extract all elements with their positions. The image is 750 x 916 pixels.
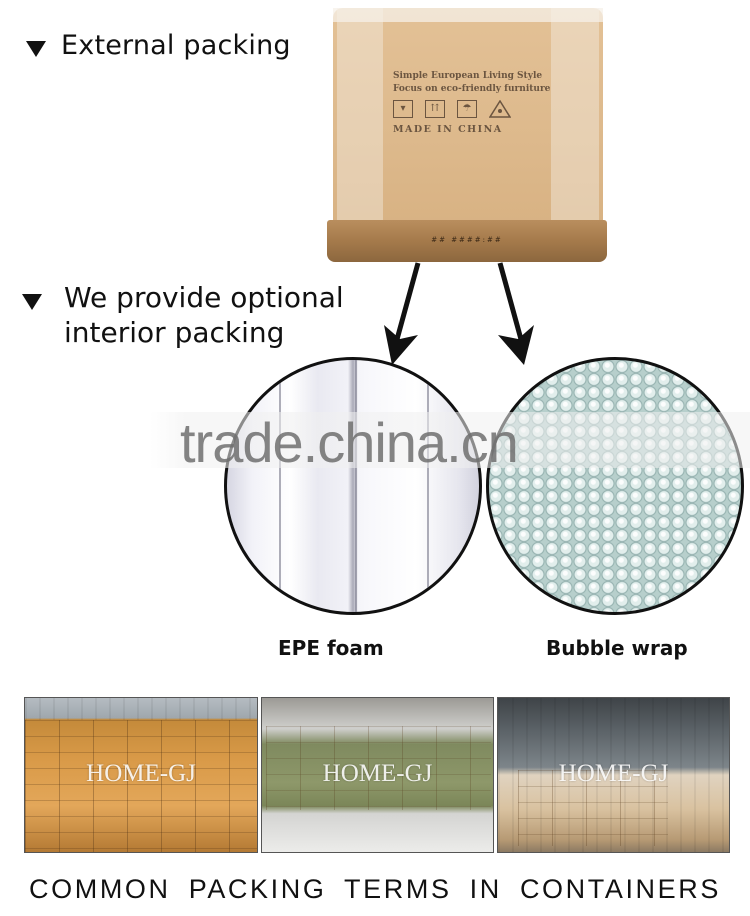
container-packing-caption: COMMON PACKING TERMS IN CONTAINERS	[29, 874, 721, 904]
packing-tape	[551, 8, 599, 226]
watermark-text: trade.china.cn	[180, 411, 519, 474]
bubble-wrap-image	[486, 357, 744, 615]
made-in-china-label: MADE IN CHINA	[393, 124, 503, 135]
triangle-down-icon	[22, 294, 42, 310]
packing-tape	[337, 8, 383, 226]
carton-stack	[518, 770, 668, 846]
photo-watermark: HOME-GJ	[322, 760, 433, 787]
carton-stack	[25, 720, 257, 852]
this-way-up-icon: ⇈	[425, 100, 445, 118]
photo-watermark: HOME-GJ	[86, 760, 196, 787]
external-packing-title: External packing	[61, 30, 291, 61]
box-tagline: Focus on eco-friendly furniture	[393, 84, 551, 94]
container-photo-cartons: HOME-GJ	[24, 697, 258, 853]
arrows-icon	[384, 262, 534, 365]
bubble-wrap-label: Bubble wrap	[546, 636, 688, 660]
triangle-down-icon	[26, 41, 46, 57]
epe-foam-image	[224, 357, 482, 615]
site-watermark: trade.china.cn	[150, 411, 750, 474]
keep-dry-icon: ☂	[457, 100, 477, 118]
foam-roll-seam	[427, 360, 429, 612]
box-side-code: ## ####:##	[431, 236, 503, 244]
box-side: ## ####:##	[327, 220, 607, 262]
container-wall	[498, 698, 729, 852]
container-photo-loaded: HOME-GJ	[497, 697, 730, 853]
interior-packing-title-line-1: We provide optional	[64, 281, 344, 314]
foam-roll-seam	[279, 360, 281, 612]
epe-foam-label: EPE foam	[278, 636, 384, 660]
fragile-glass-icon: ▾	[393, 100, 413, 118]
packing-tape	[333, 8, 603, 22]
interior-packing-title-line-2: interior packing	[64, 316, 285, 349]
container-wall	[25, 698, 257, 720]
photo-watermark: HOME-GJ	[558, 760, 669, 787]
wrapped-stack	[266, 726, 491, 810]
warehouse-photo-wrapped-stacks: HOME-GJ	[261, 697, 494, 853]
shipping-box-image: Simple European Living Style Focus on ec…	[327, 8, 607, 262]
box-print: Simple European Living Style Focus on ec…	[393, 70, 550, 135]
box-slogan: Simple European Living Style	[393, 71, 543, 81]
foam-roll-seam	[355, 360, 357, 612]
warning-triangle-icon	[488, 99, 512, 118]
